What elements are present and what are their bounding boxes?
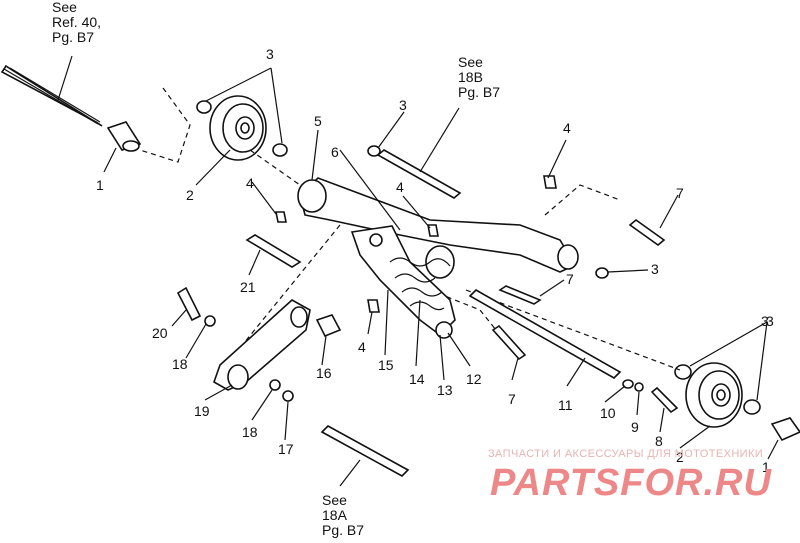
washer xyxy=(622,379,634,389)
washer xyxy=(282,390,294,402)
callout-number: 7 xyxy=(676,185,684,201)
callout-number: 7 xyxy=(566,271,574,287)
shaft-lower xyxy=(468,289,622,379)
leader-lines xyxy=(57,55,779,487)
washer xyxy=(743,399,761,415)
shaft-bottom xyxy=(320,425,410,477)
nut xyxy=(367,299,380,313)
callout-number: 11 xyxy=(558,397,573,413)
front-arm xyxy=(297,177,579,279)
bolt xyxy=(491,324,527,361)
bushing-lower-right xyxy=(770,417,800,442)
callout-number: 18 xyxy=(242,424,258,440)
bolt xyxy=(245,234,302,268)
bolt xyxy=(176,286,202,322)
callout-number: 1 xyxy=(96,177,104,193)
callout-number: 19 xyxy=(194,403,210,419)
callout-number: 20 xyxy=(152,325,168,341)
callout-number: 15 xyxy=(378,357,394,373)
callout-number: 6 xyxy=(331,144,339,160)
washer xyxy=(272,143,288,157)
washer xyxy=(367,145,381,157)
washer xyxy=(269,379,281,391)
watermark-logo: PARTSFOR.RU xyxy=(490,462,772,504)
callout-number: 3 xyxy=(651,261,659,277)
bolt xyxy=(650,386,679,414)
reference-note-bottom: See 18A Pg. B7 xyxy=(322,492,365,538)
callout-number: 3 xyxy=(766,313,774,329)
shaft-top-left xyxy=(0,64,103,127)
callout-number: 3 xyxy=(266,46,274,62)
callout-number: 14 xyxy=(409,371,425,387)
shaft-upper xyxy=(376,149,462,199)
callout-number: 3 xyxy=(761,313,769,329)
callout-number: 1 xyxy=(762,459,770,475)
callout-number: 18 xyxy=(172,356,188,372)
callout-number: 10 xyxy=(600,405,616,421)
bushing-top-left xyxy=(106,121,142,152)
callout-number: 7 xyxy=(508,391,516,407)
callout-number: 3 xyxy=(399,97,407,113)
nut xyxy=(427,224,439,237)
nut xyxy=(543,175,557,189)
washer xyxy=(196,100,212,114)
callout-number: 4 xyxy=(563,120,571,136)
rear-arm xyxy=(213,299,311,391)
callout-number: 17 xyxy=(278,441,294,457)
callout-number: 16 xyxy=(316,365,332,381)
wheel-top xyxy=(209,95,267,161)
washer xyxy=(634,382,644,392)
bolt xyxy=(628,218,666,247)
callout-number: 21 xyxy=(240,279,256,295)
reference-note-top-left: See Ref. 40, Pg. B7 xyxy=(52,0,102,45)
watermark-caption: ЗАПЧАСТИ И АКСЕССУАРЫ ДЛЯ МОТОТЕХНИКИ xyxy=(488,448,764,460)
callout-number: 4 xyxy=(358,339,366,355)
bolt xyxy=(498,285,542,305)
wheel-lower xyxy=(685,362,743,428)
callout-number: 2 xyxy=(676,449,684,465)
callout-number: 9 xyxy=(631,419,639,435)
washer xyxy=(674,364,692,380)
callout-number: 8 xyxy=(655,433,663,449)
callout-number: 2 xyxy=(186,187,194,203)
callout-number: 13 xyxy=(437,382,453,398)
callout-number: 4 xyxy=(246,175,254,191)
callout-number: 12 xyxy=(466,371,482,387)
washer xyxy=(204,315,216,327)
callout-number: 5 xyxy=(314,113,322,129)
washer xyxy=(595,267,609,279)
nut xyxy=(275,211,287,223)
callout-number: 4 xyxy=(396,179,404,195)
bushing-16 xyxy=(315,314,342,338)
reference-note-top-middle: See 18B Pg. B7 xyxy=(458,54,501,100)
